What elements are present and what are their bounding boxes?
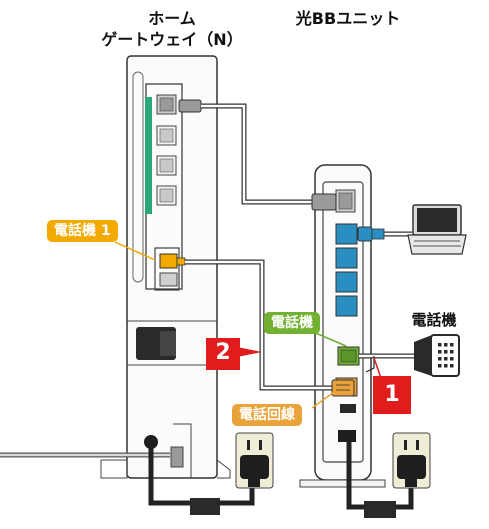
laptop-icon <box>407 204 467 255</box>
phone-port-label: 電話機 <box>264 312 320 334</box>
telephone-icon <box>414 334 460 377</box>
home-gateway-device <box>100 55 231 479</box>
phone1-label: 電話機 1 <box>47 220 118 242</box>
gateway-power-outlet <box>235 432 274 489</box>
gateway-title-line2: ゲートウェイ（N） <box>101 30 243 49</box>
phone-line-label: 電話回線 <box>232 404 302 426</box>
unit-lan-port <box>335 223 358 245</box>
cables <box>0 103 414 518</box>
step-1-badge: 1 <box>373 376 411 414</box>
unit-usb-port <box>340 404 356 413</box>
unit-lan-port <box>335 247 358 269</box>
gateway-title-line1: ホーム <box>148 9 196 28</box>
unit-lan-port <box>335 295 358 317</box>
telephone-label: 電話機 <box>411 311 457 329</box>
line-plug <box>331 379 355 397</box>
gateway-phone1-port <box>159 253 178 269</box>
unit-power-port <box>338 430 356 442</box>
unit-power-outlet <box>392 432 431 489</box>
unit-title: 光BBユニット <box>295 9 401 28</box>
step-2-badge: 2 <box>206 338 240 370</box>
gateway-to-unit-cable <box>201 103 318 205</box>
gateway-status-leds <box>145 97 152 214</box>
gateway-phone2-port <box>159 272 178 287</box>
unit-lan-port <box>335 271 358 293</box>
